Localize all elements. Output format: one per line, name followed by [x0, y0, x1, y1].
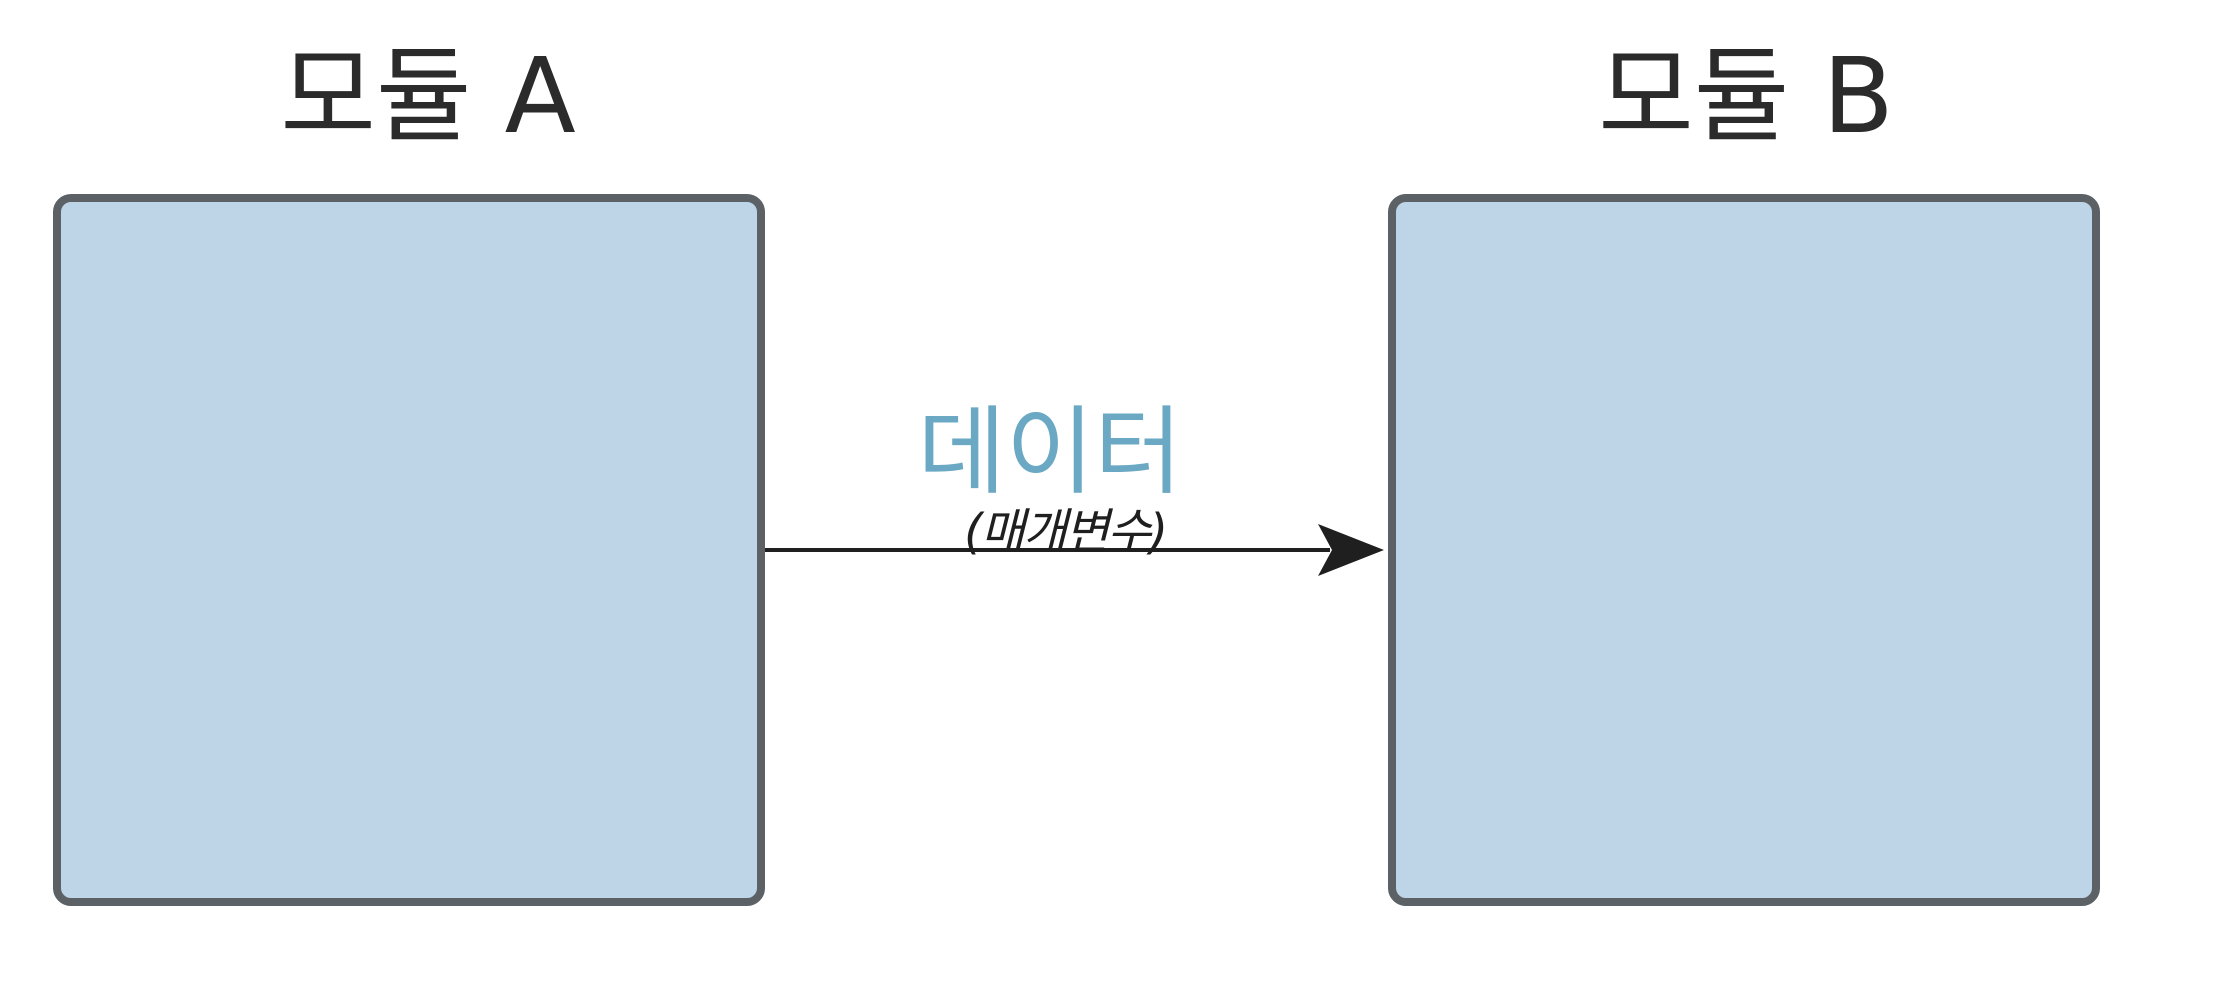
data-edge-label: 데이터: [917, 396, 1183, 508]
module-a-label: 모듈 A: [280, 35, 576, 157]
module-b-label: 모듈 B: [1598, 35, 1894, 157]
arrow-head: [1318, 524, 1384, 576]
module-b-box: [1388, 194, 2100, 906]
parameter-handwritten-note: (매개변수): [963, 504, 1168, 560]
module-a-box: [53, 194, 765, 906]
